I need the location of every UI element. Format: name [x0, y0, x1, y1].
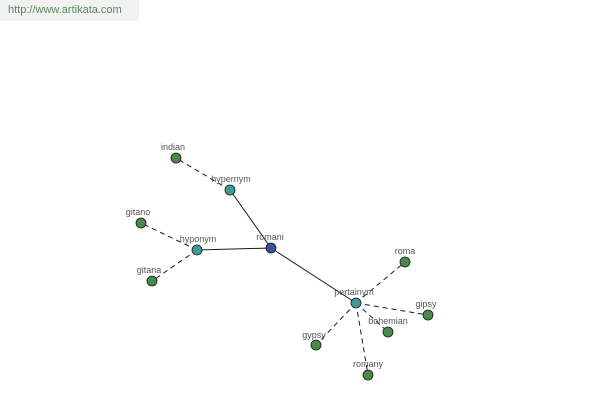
node-gipsy-circle[interactable] — [422, 309, 434, 321]
node-bohemian[interactable]: bohemian — [368, 316, 408, 338]
edge-hyponym-gitano — [140, 222, 198, 251]
node-indian[interactable]: indian — [161, 142, 185, 164]
node-bohemian-circle[interactable] — [382, 326, 394, 338]
node-hypernym-label: hypernym — [211, 174, 251, 184]
node-hyponym-circle[interactable] — [191, 244, 203, 256]
edge-pertainym-bohemian — [355, 302, 389, 333]
edge-romani-pertainym — [270, 247, 357, 304]
edge-romani-hypernym — [229, 189, 272, 249]
source-url-link[interactable]: http://www.artikata.com — [0, 0, 139, 21]
node-gipsy[interactable]: gipsy — [415, 299, 437, 321]
node-romani-label: romani — [256, 232, 284, 242]
node-romany[interactable]: romany — [353, 359, 384, 381]
node-pertainym-circle[interactable] — [350, 297, 362, 309]
node-gitano[interactable]: gitano — [126, 207, 151, 229]
node-gitana[interactable]: gitana — [137, 265, 162, 287]
node-hypernym[interactable]: hypernym — [211, 174, 251, 196]
edge-hyponym-gitana — [151, 249, 198, 282]
node-gypsy-circle[interactable] — [310, 339, 322, 351]
edge-romani-hyponym — [196, 247, 272, 251]
node-hyponym[interactable]: hyponym — [180, 234, 217, 256]
node-gitano-circle[interactable] — [135, 217, 147, 229]
node-gitana-circle[interactable] — [146, 275, 158, 287]
edge-pertainym-romany — [355, 302, 369, 376]
node-roma-label: roma — [395, 246, 416, 256]
node-indian-label: indian — [161, 142, 185, 152]
nodes-layer: romani hypernym hyponym pertainym indian gita… — [126, 142, 437, 381]
node-romani-circle[interactable] — [265, 242, 277, 254]
edge-pertainym-gypsy — [315, 302, 357, 346]
node-gitano-label: gitano — [126, 207, 151, 217]
node-roma-circle[interactable] — [399, 256, 411, 268]
edge-hypernym-indian — [175, 157, 231, 191]
node-bohemian-label: bohemian — [368, 316, 408, 326]
node-hyponym-label: hyponym — [180, 234, 217, 244]
node-romani[interactable]: romani — [256, 232, 284, 254]
node-pertainym-label: pertainym — [334, 287, 374, 297]
node-romany-circle[interactable] — [362, 369, 374, 381]
node-gitana-label: gitana — [137, 265, 162, 275]
node-indian-circle[interactable] — [170, 152, 182, 164]
edge-pertainym-gipsy — [355, 302, 429, 316]
node-roma[interactable]: roma — [395, 246, 416, 268]
node-romany-label: romany — [353, 359, 384, 369]
edge-pertainym-roma — [355, 261, 406, 304]
node-hypernym-circle[interactable] — [224, 184, 236, 196]
edges-layer — [140, 157, 429, 376]
node-gipsy-label: gipsy — [415, 299, 437, 309]
node-gypsy-label: gypsy — [302, 330, 326, 340]
node-gypsy[interactable]: gypsy — [302, 330, 326, 351]
node-pertainym[interactable]: pertainym — [334, 287, 374, 309]
